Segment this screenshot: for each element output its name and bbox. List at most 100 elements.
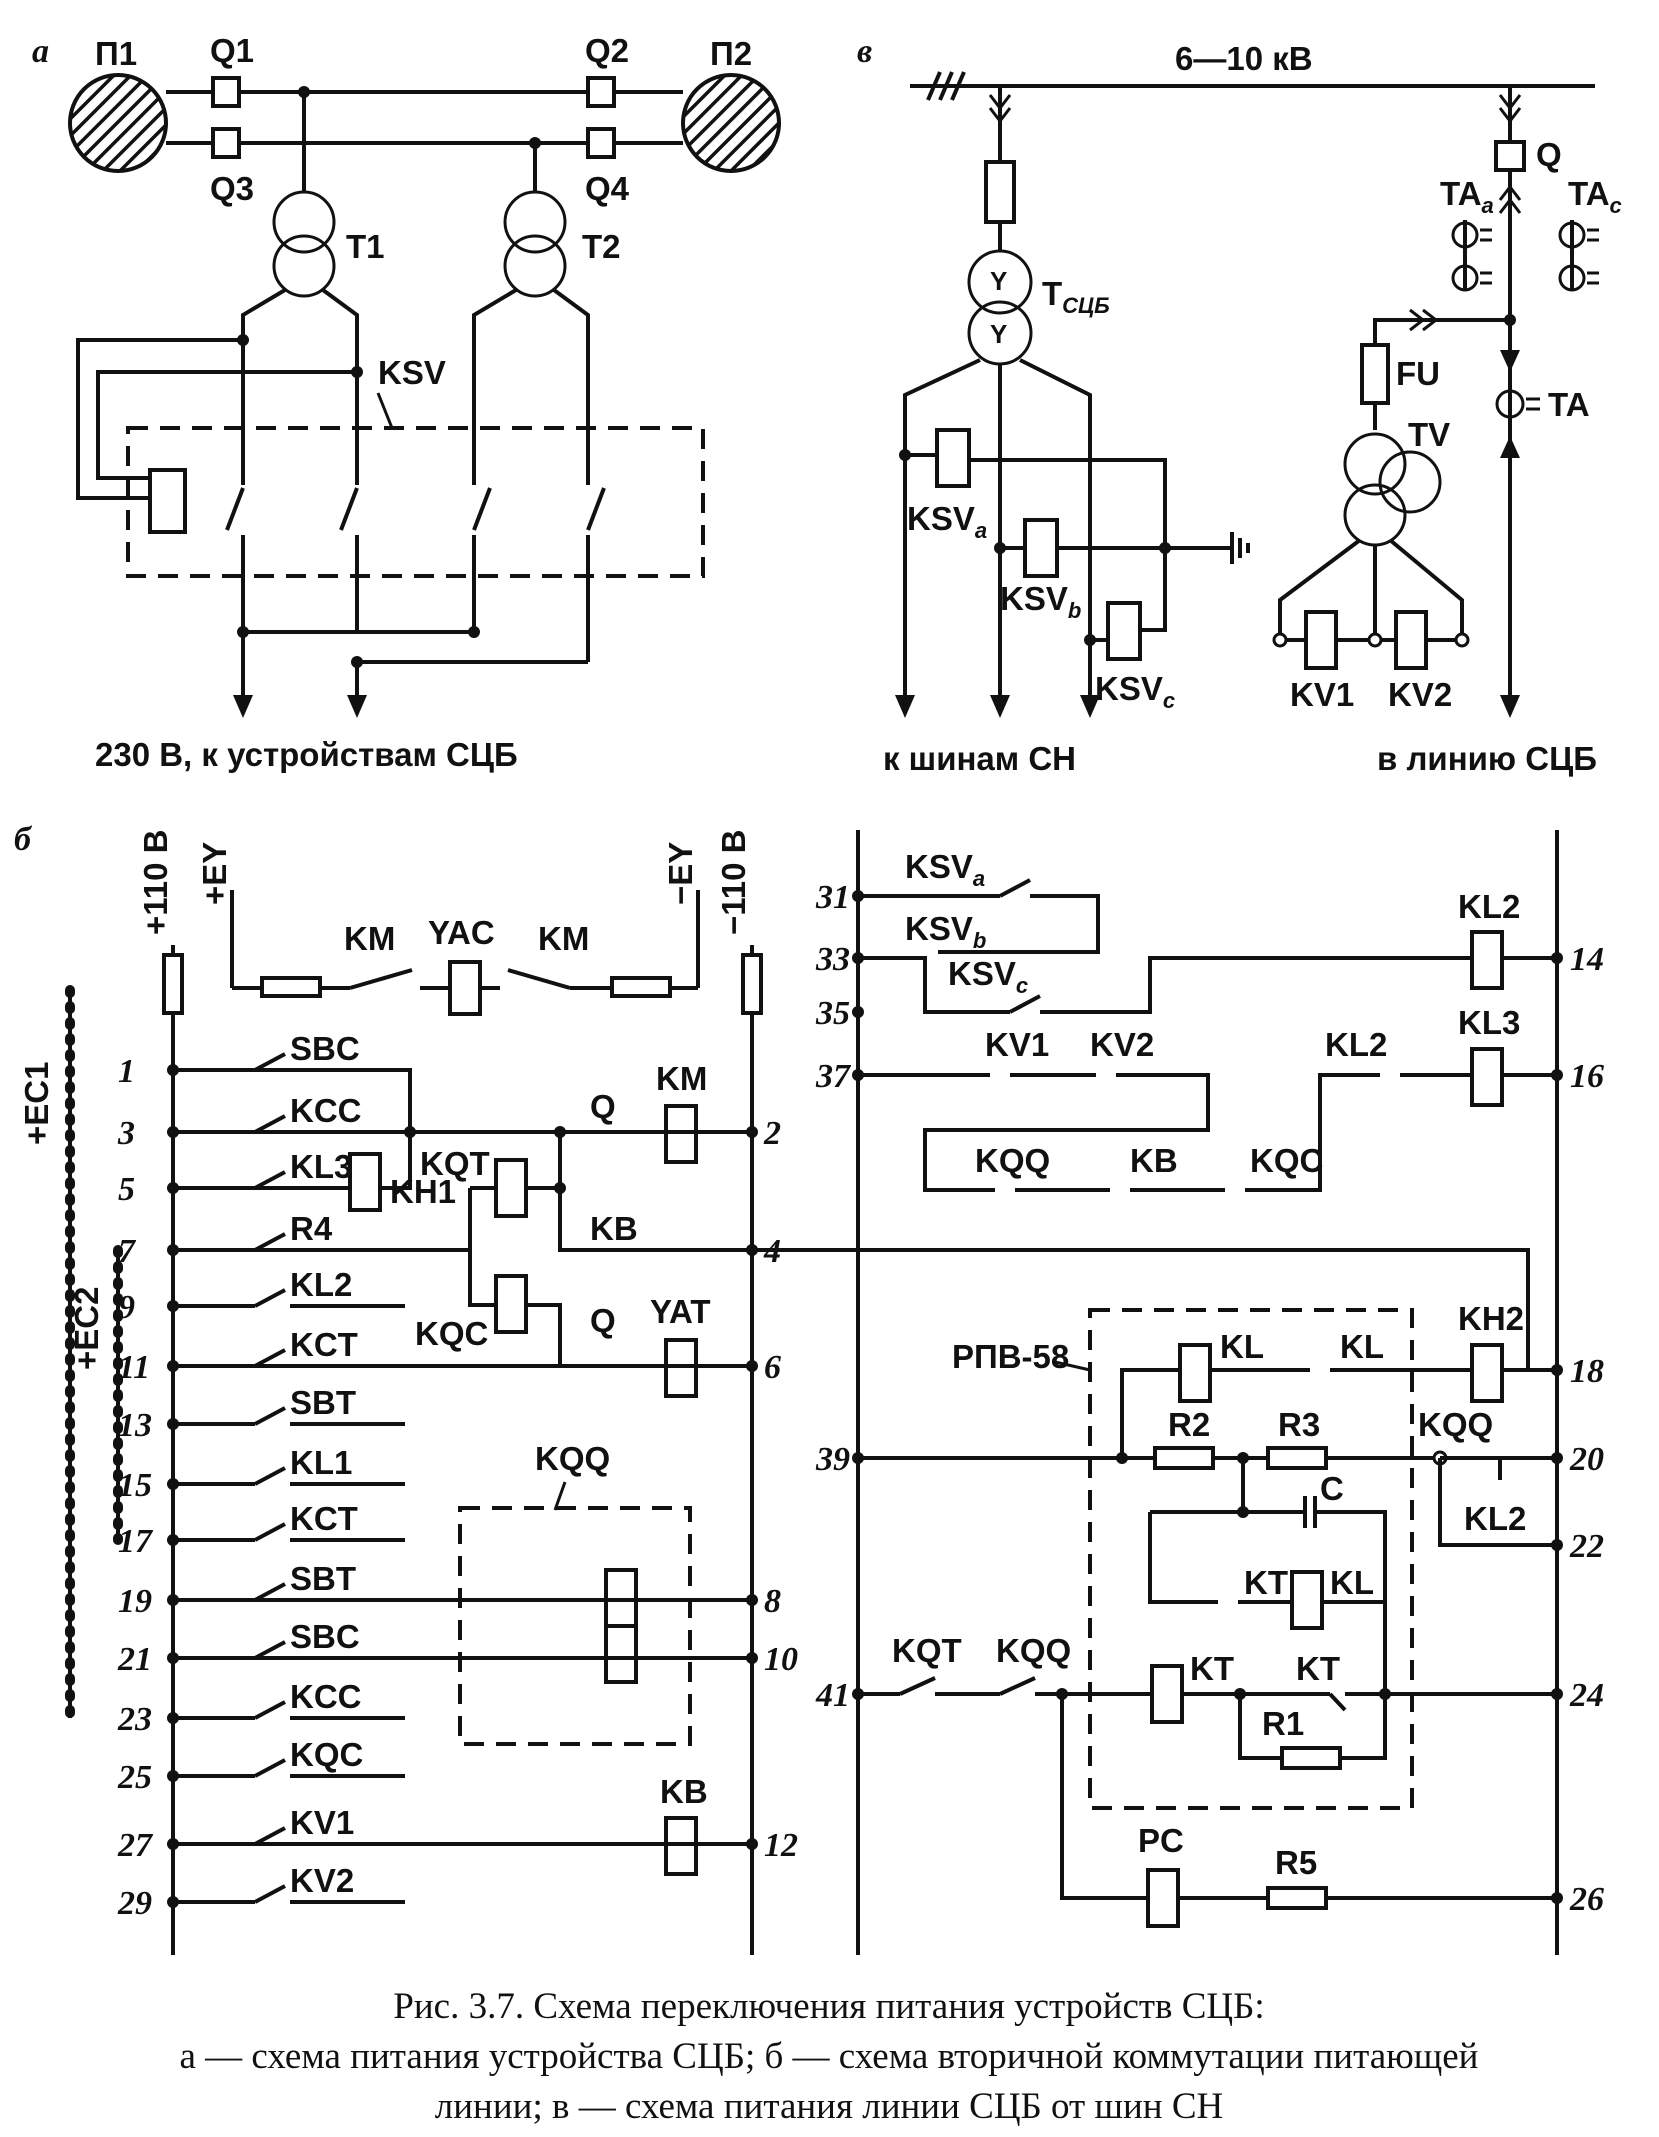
coil-kh2 (1470, 1343, 1504, 1403)
row-contact: KCT (290, 1500, 358, 1537)
relay-kv1 (1304, 610, 1338, 670)
resistor-r5 (1266, 1886, 1328, 1910)
kqc-contact: KQC (1250, 1142, 1323, 1179)
terminal-number: 6 (764, 1349, 781, 1386)
ksv-c-contact: KSVc (948, 955, 1028, 998)
r2-label: R2 (1168, 1406, 1210, 1443)
ksv-a-label: KSVa (907, 500, 987, 543)
coil-kt (1150, 1664, 1184, 1724)
breaker-q4 (586, 127, 616, 159)
row-contact: SBC (290, 1618, 360, 1655)
panel-b: б +110 В −110 В +EY −EY KM YAC KM +EC1 +… (14, 821, 1604, 1955)
coil-kl2 (1470, 930, 1504, 990)
terminal-node (746, 1838, 758, 1850)
row-number: 11 (118, 1349, 150, 1386)
terminal-number: 33 (815, 941, 850, 978)
resistor-r2 (1153, 1446, 1215, 1470)
kb-label: KB (590, 1210, 638, 1247)
row-number: 23 (117, 1701, 152, 1738)
row-contact: R4 (290, 1210, 333, 1247)
row-contact: SBT (290, 1384, 356, 1421)
relay-ksv-a (935, 428, 971, 488)
ta-c-label: TAc (1568, 175, 1622, 218)
relay-kv1-label: KV1 (1290, 676, 1354, 713)
terminal-number: 16 (1570, 1058, 1604, 1095)
coil-kh1 (348, 1152, 382, 1212)
fuse-fu-label: FU (1396, 355, 1440, 392)
terminal-number: 22 (1569, 1528, 1604, 1565)
coil-yac (448, 960, 482, 1016)
row-number: 27 (117, 1827, 154, 1864)
fuse-tscb (984, 160, 1016, 224)
fuse-fu (1360, 343, 1390, 405)
terminal-number: 10 (764, 1641, 798, 1678)
panel-a-output: 230 В, к устройствам СЦБ (95, 736, 518, 773)
kh2-coil-label: KH2 (1458, 1300, 1524, 1337)
c-label: C (1320, 1470, 1344, 1507)
rail-minus-ey-label: −EY (662, 842, 699, 905)
kqq-right-label-2: KQQ (996, 1632, 1071, 1669)
kqq-contact: KQQ (975, 1142, 1050, 1179)
row-number: 9 (118, 1289, 135, 1326)
breaker-q (1494, 140, 1526, 172)
kl2-coil-label: KL2 (1458, 888, 1520, 925)
kl-contact-label: KL (1340, 1328, 1384, 1365)
panel-v: в 6—10 кВ TСЦБ Y Y KSVa (857, 33, 1622, 777)
row-contact: KL1 (290, 1444, 352, 1481)
kl-coil-label: KL (1220, 1328, 1264, 1365)
transformer-t1-label: T1 (346, 228, 385, 265)
panel-v-output-right: в линию СЦБ (1377, 740, 1597, 777)
source-p2-label: П2 (710, 35, 752, 72)
row-number: 1 (118, 1053, 135, 1090)
kt-contact-label-2: KT (1296, 1650, 1340, 1687)
row-number: 13 (118, 1407, 152, 1444)
terminal-number: 24 (1569, 1677, 1604, 1714)
row-contact: KCC (290, 1678, 362, 1715)
svg-text:Y: Y (990, 266, 1007, 296)
q-label-top: Q (590, 1088, 616, 1125)
km-label-right: KM (538, 920, 589, 957)
row-number: 7 (118, 1233, 137, 1270)
terminal-number: 35 (815, 995, 850, 1032)
row-contact: KCT (290, 1326, 358, 1363)
kqt-label: KQT (420, 1145, 490, 1182)
ksv-b-contact: KSVb (905, 910, 986, 953)
row-contact: KV2 (290, 1862, 354, 1899)
rail-minus-110-label: −110 В (715, 829, 752, 935)
coil-kqq-bottom (604, 1624, 638, 1684)
left-rows: 1SBC3KCC5KL37R49KL211KCT13SBT15KL117KCT1… (117, 1030, 405, 1922)
terminal-number: 14 (1570, 941, 1604, 978)
panel-a-tag: а (32, 33, 49, 70)
yac-label: YAC (428, 914, 495, 951)
row-number: 19 (118, 1583, 152, 1620)
row-contact: KL3 (290, 1148, 352, 1185)
transformer-tscb (967, 249, 1033, 315)
transformer-t1 (272, 190, 336, 254)
relay-ksv-c (1106, 601, 1142, 661)
terminal-number: 4 (763, 1233, 781, 1270)
bus-ec2-label: +EC2 (68, 1287, 105, 1370)
kt-coil-label: KT (1190, 1650, 1234, 1687)
relay-kv2-label: KV2 (1388, 676, 1452, 713)
ksv-c-label: KSVc (1095, 670, 1175, 713)
panel-v-output-left: к шинам СН (883, 740, 1076, 777)
terminal-node (746, 1360, 758, 1372)
kb-contact: KB (1130, 1142, 1178, 1179)
ksv-b-label: KSVb (1000, 580, 1081, 623)
row-contact: KL2 (290, 1266, 352, 1303)
transformer-t2 (503, 190, 567, 254)
breaker-q1 (211, 76, 241, 108)
kv2-contact: KV2 (1090, 1026, 1154, 1063)
r3-label: R3 (1278, 1406, 1320, 1443)
breaker-q4-label: Q4 (585, 170, 630, 207)
terminal-number: 26 (1569, 1881, 1604, 1918)
kqq-right-label: KQQ (1418, 1406, 1493, 1443)
transformer-tv-label: TV (1408, 416, 1450, 453)
source-p1 (68, 73, 168, 173)
bus-voltage-label: 6—10 кВ (1175, 40, 1313, 77)
resistor-r1 (1280, 1746, 1342, 1770)
bus-ec1-label: +EC1 (18, 1062, 55, 1145)
